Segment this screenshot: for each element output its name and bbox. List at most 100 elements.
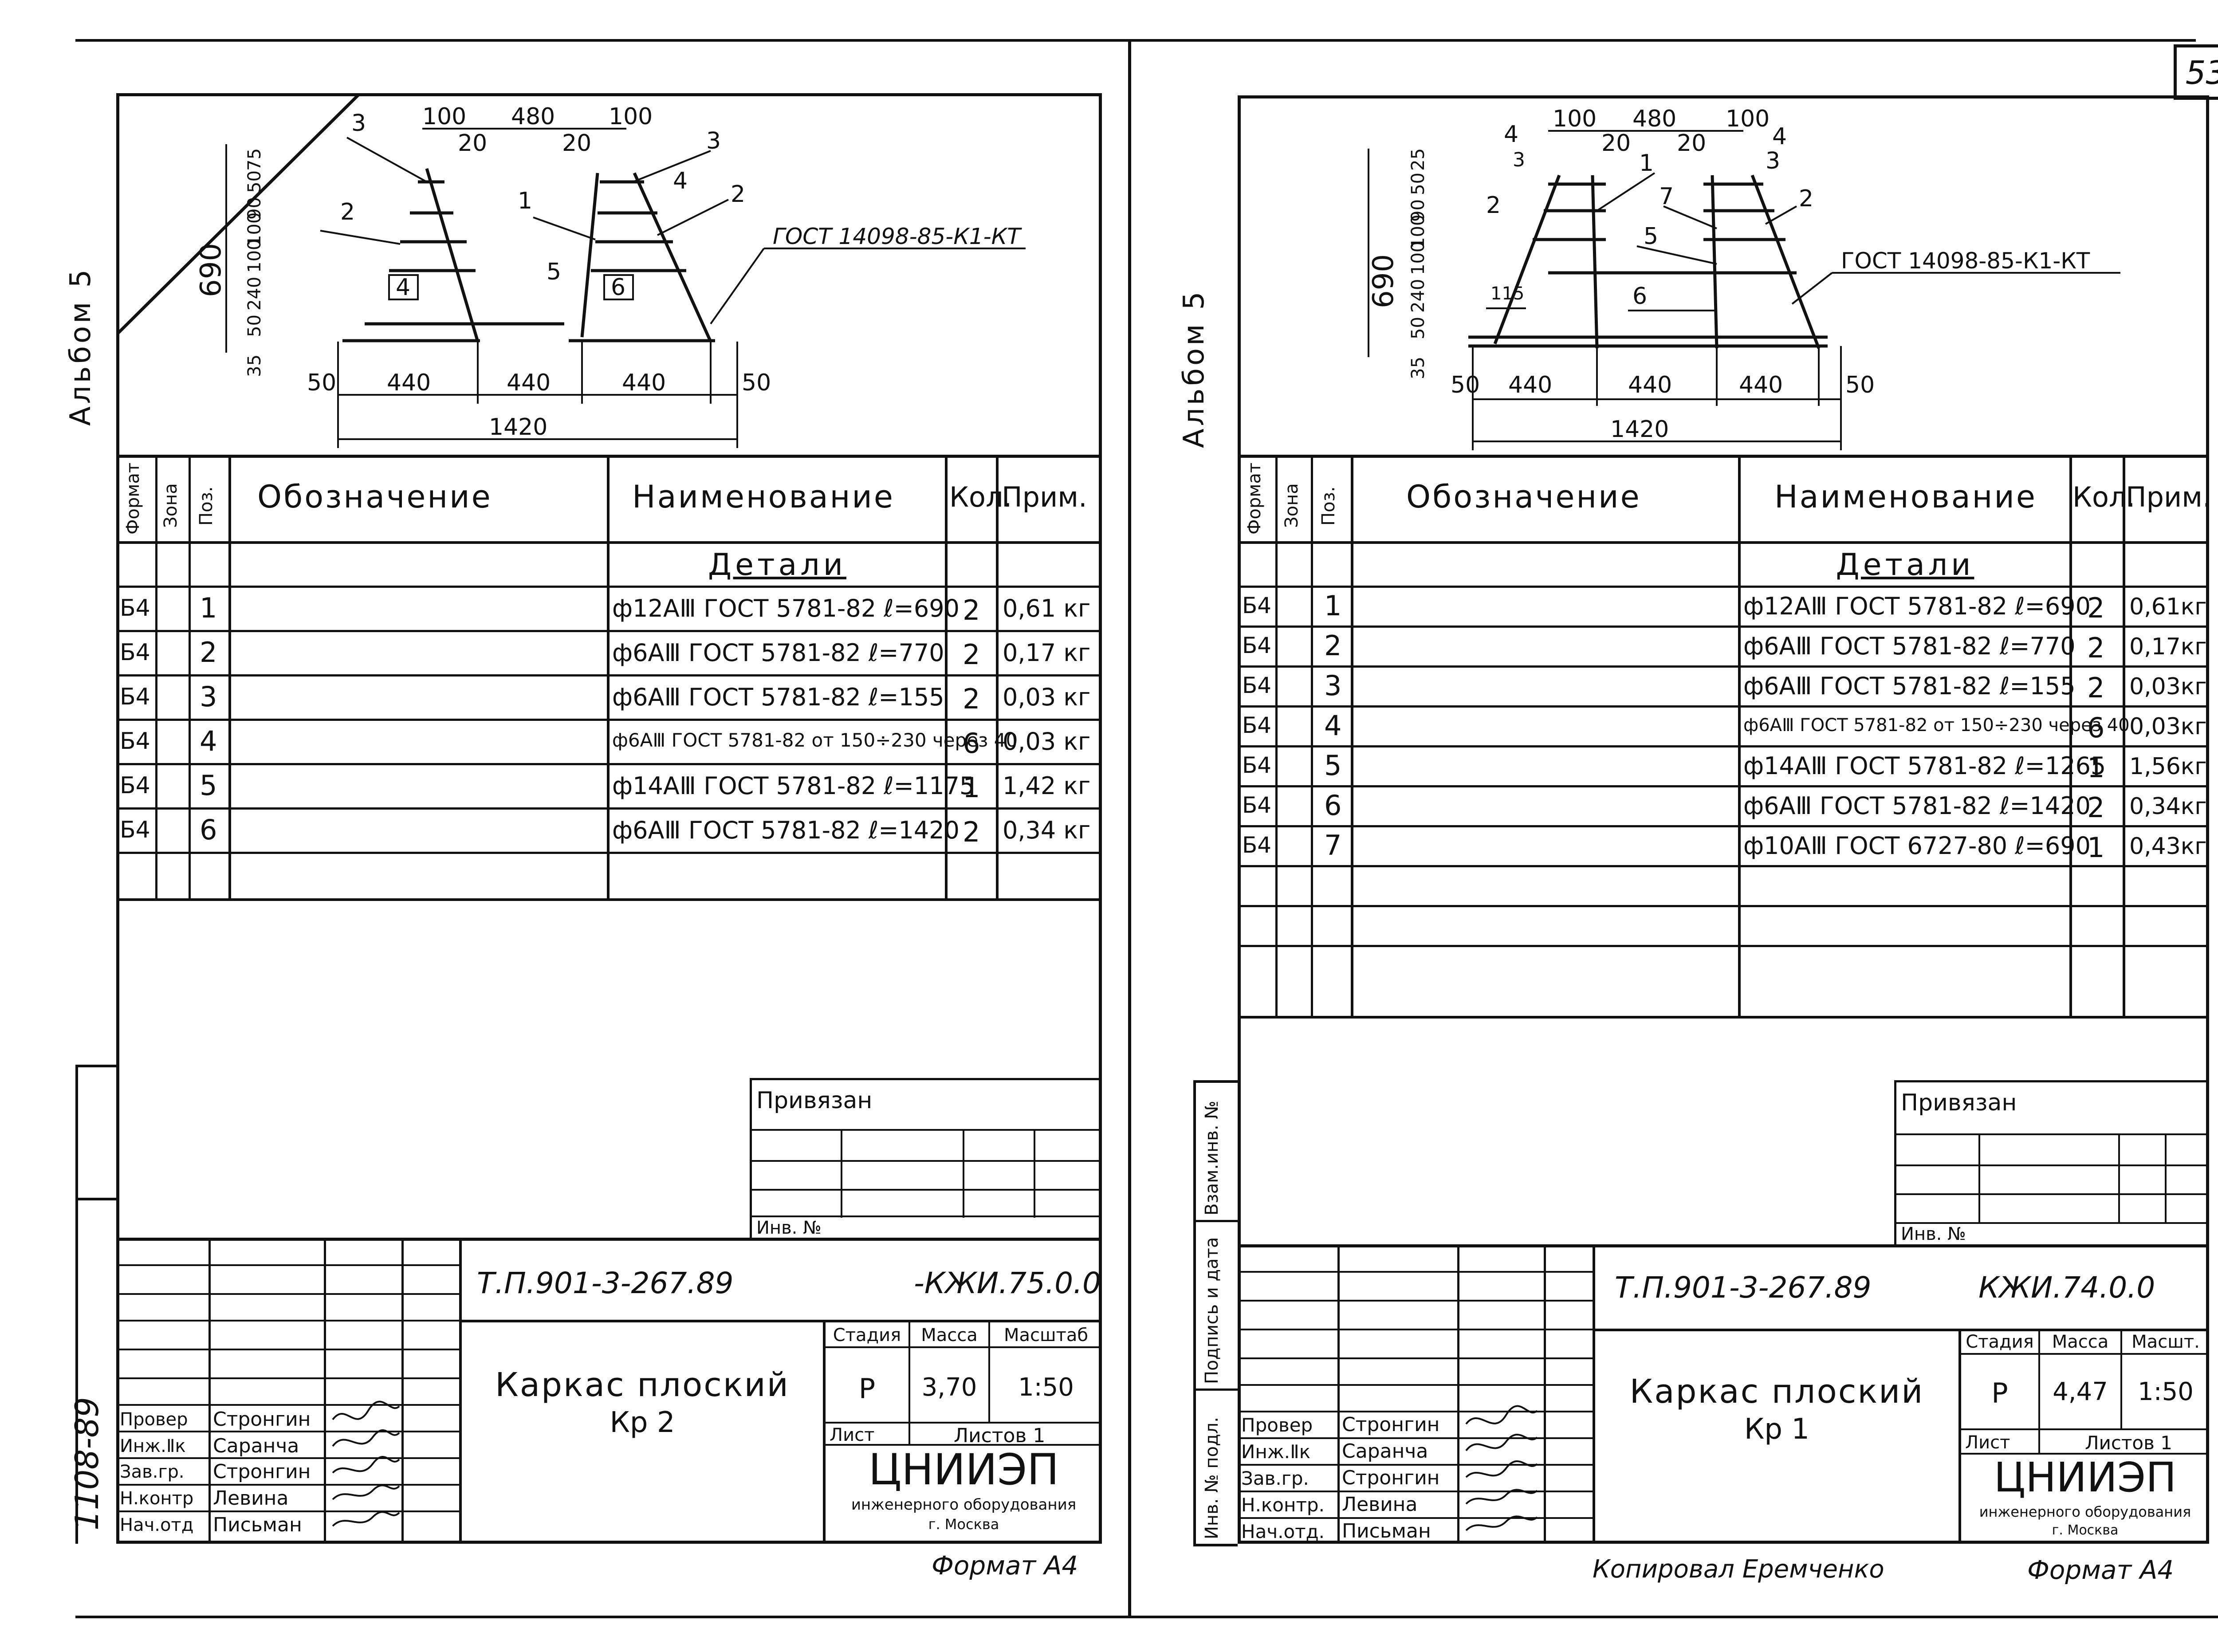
dim-b-440a: 440 — [1508, 372, 1552, 398]
header-pos: Поз. — [1318, 486, 1339, 526]
leader-gost — [1791, 272, 1833, 305]
dim-h-35: 35 — [1408, 357, 1428, 379]
header-qty: Кол. — [2072, 481, 2135, 513]
pos-label-4a: 4 — [1504, 121, 1518, 148]
role-label: Инж.Ⅱк — [120, 1436, 186, 1456]
role-name: Стронгин — [213, 1408, 311, 1431]
pos-label-3b: 3 — [1766, 148, 1780, 174]
privyazan-label: Привязан — [756, 1087, 873, 1114]
header-note: Прим. — [2126, 481, 2211, 513]
left-frame-left-leg — [1493, 174, 1561, 345]
role-name: Левина — [213, 1487, 289, 1510]
right-frame-right-leg — [1750, 174, 1821, 349]
left-margin-line — [75, 1065, 78, 1544]
right-side-label: Альбом 5 — [1178, 289, 1211, 448]
sheet-label: Лист — [830, 1425, 875, 1445]
dim-h-100a: 100 — [1408, 215, 1428, 248]
dim-h-50b: 50 — [1408, 317, 1428, 339]
role-label: Инж.Ⅱк — [1241, 1441, 1311, 1463]
inv-no-label: Инв. № — [756, 1218, 822, 1238]
dim-b-440c: 440 — [1739, 372, 1783, 398]
scale-label: Масшт. — [2131, 1332, 2200, 1352]
sheet-label: Лист — [1965, 1432, 2010, 1453]
mass-value: 4,47 — [2053, 1377, 2108, 1406]
mass-label: Масса — [2052, 1332, 2109, 1352]
bottom-border — [75, 1616, 2218, 1618]
left-frame-left-leg — [115, 92, 362, 336]
dim-b-440b: 440 — [1628, 372, 1672, 398]
pos-label-6: 6 — [1632, 283, 1647, 310]
dim-h-50b: 50 — [244, 315, 265, 337]
leader-gost — [710, 248, 765, 325]
page-number: 53 — [2185, 54, 2218, 91]
pos-label-5: 5 — [547, 259, 561, 285]
dim-20-b: 20 — [562, 130, 591, 157]
leader-2-left — [320, 230, 401, 245]
leader-3-left — [346, 137, 427, 183]
dim-b-440c: 440 — [622, 370, 666, 396]
stage-label: Стадия — [1966, 1332, 2034, 1352]
project-code: Т.П.901-3-267.89 — [1615, 1270, 1872, 1305]
dim-h-25: 25 — [1408, 148, 1428, 171]
dim-480: 480 — [1632, 106, 1676, 132]
scale-label: Масштаб — [1003, 1325, 1089, 1345]
pos-label-2a: 2 — [340, 199, 355, 225]
pos-label-3a: 3 — [351, 110, 366, 137]
project-code: Т.П.901-3-267.89 — [477, 1266, 734, 1300]
header-note: Прим. — [1002, 481, 1087, 513]
role-name: Саранча — [1342, 1440, 1428, 1463]
pos-label-6: 6 — [611, 274, 625, 301]
org-city: г. Москва — [2052, 1522, 2119, 1538]
dim-1420: 1420 — [489, 414, 547, 441]
pos-label-1: 1 — [1639, 150, 1654, 177]
header-zone: Зона — [161, 483, 181, 528]
dim-h-90: 90 — [244, 197, 265, 220]
gost-label: ГОСТ 14098-85-К1-КТ — [773, 224, 1022, 249]
role-label: Зав.гр. — [1241, 1467, 1309, 1489]
dim-h-35: 35 — [244, 354, 265, 377]
pos-label-4b: 4 — [1772, 123, 1787, 150]
section-details: Детали — [708, 547, 846, 582]
scale-value: 1:50 — [1018, 1373, 1074, 1402]
org-sub: инженерного оборудования — [1979, 1503, 2191, 1520]
inv-no-label: Инв. № — [1901, 1224, 1966, 1244]
sheet-divider — [1128, 39, 1131, 1618]
role-name: Стронгин — [213, 1460, 311, 1483]
right-frame-right-leg — [633, 172, 712, 342]
dim-480: 480 — [511, 103, 555, 130]
signatures — [332, 1400, 400, 1527]
stage-value: Р — [1991, 1377, 2008, 1409]
right-format-note: Формат А4 — [2027, 1555, 2174, 1585]
role-name: Стронгин — [1342, 1413, 1440, 1436]
org-name: ЦНИИЭП — [868, 1445, 1059, 1495]
role-label: Нач.отд — [120, 1515, 194, 1535]
privyazan-label: Привязан — [1901, 1090, 2017, 1116]
mass-value: 3,70 — [921, 1373, 977, 1402]
pos-label-5: 5 — [1644, 223, 1658, 250]
margin-label-inv: Инв. № подл. — [1202, 1417, 1222, 1539]
leader-2 — [1765, 205, 1797, 225]
dim-100-a: 100 — [422, 103, 466, 130]
header-designation: Обозначение — [257, 479, 492, 515]
dim-h-100b: 100 — [244, 239, 265, 273]
left-frame-drawing: 100 480 100 20 20 690 75 50 90 100 100 2… — [115, 92, 1102, 459]
right-frame-left-leg — [580, 173, 599, 338]
leader-5 — [1636, 245, 1717, 265]
margin-label-podpis: Подпись и дата — [1202, 1237, 1222, 1384]
role-label: Провер — [120, 1409, 188, 1430]
role-label: Нач.отд. — [1241, 1521, 1325, 1542]
role-label: Зав.гр. — [120, 1462, 185, 1482]
dim-1420: 1420 — [1610, 416, 1669, 443]
left-format-note: Формат А4 — [932, 1550, 1078, 1581]
pos-label-2b: 2 — [1799, 185, 1813, 212]
sheets-label: Листов 1 — [2085, 1432, 2172, 1454]
dim-115: 115 — [1490, 283, 1524, 304]
sheet-subtitle: Кр 1 — [1744, 1413, 1810, 1446]
role-name: Письман — [1342, 1520, 1431, 1542]
header-zone: Зона — [1282, 483, 1302, 528]
dim-h-240: 240 — [1408, 279, 1428, 313]
header-qty: Кол. — [949, 481, 1012, 513]
role-name: Стронгин — [1342, 1467, 1440, 1489]
role-label: Провер — [1241, 1414, 1313, 1436]
sheet-title: Каркас плоский — [1629, 1373, 1924, 1411]
